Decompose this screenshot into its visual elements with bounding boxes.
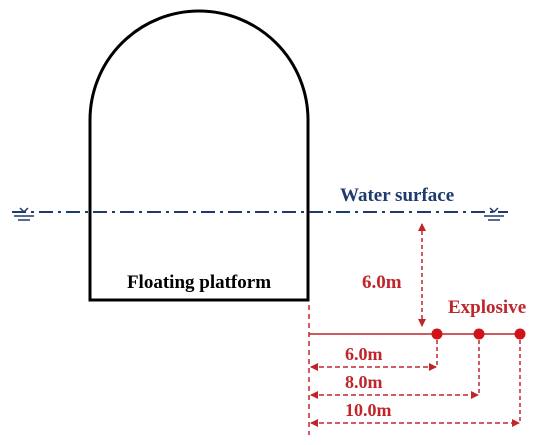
explosive-charge-1 [431, 328, 443, 340]
distance-label-3: 10.0m [345, 400, 392, 420]
depth-label: 6.0m [362, 272, 402, 293]
explosive-label: Explosive [448, 297, 526, 318]
water-surface-label: Water surface [340, 185, 454, 206]
floating-platform-outline [88, 9, 310, 302]
water-level-symbol-right [484, 207, 504, 221]
explosive-charge-2 [473, 328, 485, 340]
water-level-symbol-left [14, 207, 34, 221]
explosive-charge-3 [514, 328, 526, 340]
platform-label: Floating platform [127, 272, 271, 293]
distance-label-1: 6.0m [345, 344, 383, 364]
distance-label-2: 8.0m [345, 372, 383, 392]
